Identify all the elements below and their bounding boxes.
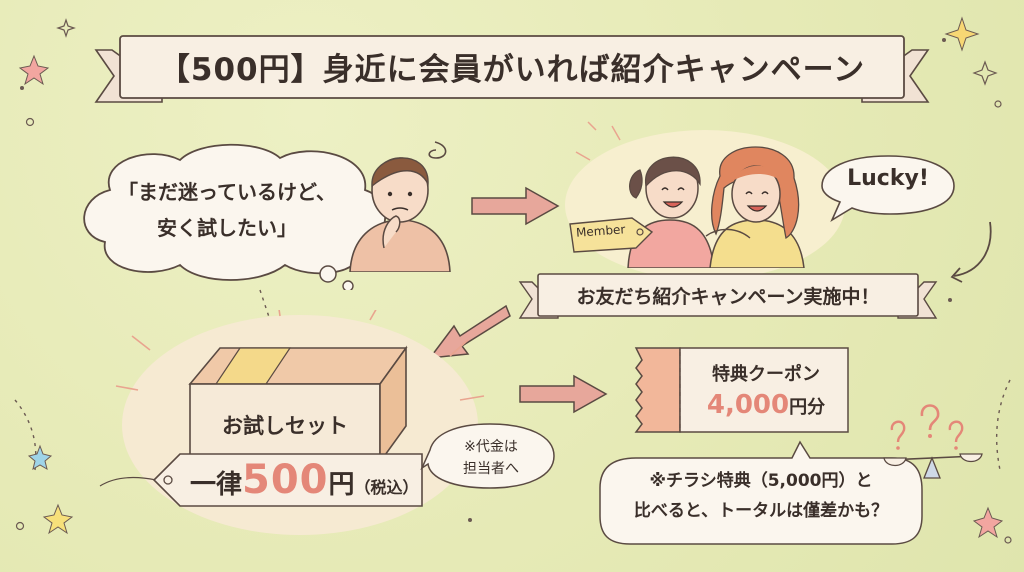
campaign-banner-text: お友だち紹介キャンペーン実施中！	[576, 286, 880, 308]
star-icon	[18, 16, 1004, 539]
price-suffix: 円	[328, 470, 355, 500]
curved-arrow-icon	[950, 221, 992, 283]
title-banner	[94, 35, 930, 103]
compare-note-bubble	[599, 440, 923, 545]
coupon-unit: 円分	[789, 397, 826, 418]
page-title: 【500円】身近に会員がいれば紹介キャンペーン	[158, 52, 866, 88]
compare-note-line-1: ※チラシ特典（5,000円）と	[649, 471, 873, 491]
price-value: 500	[242, 457, 329, 503]
price-tag	[99, 453, 423, 507]
price-tax: （税込）	[354, 478, 419, 497]
campaign-banner	[518, 273, 938, 319]
trial-box-label: お試しセット	[222, 414, 348, 438]
thought-line-2: 安く試したい」	[157, 216, 297, 240]
thought-line-1: 「まだ迷っているけど、	[118, 180, 336, 204]
lucky-text: Lucky!	[847, 166, 929, 191]
question-mark-icon	[920, 404, 940, 431]
coupon-amount-line: 4,000円分	[686, 390, 846, 420]
member-tag	[569, 217, 654, 253]
coupon-label: 特典クーポン	[712, 364, 820, 385]
trial-box-illustration	[188, 345, 408, 464]
arrow-right-icon	[471, 186, 560, 226]
thinking-man-illustration	[349, 141, 451, 272]
compare-note-line-2: 比べると、トータルは僅差かも？	[633, 501, 889, 521]
arrow-down-left-icon	[428, 304, 511, 359]
question-mark-icon	[948, 420, 964, 443]
payment-note-line-2: 担当者へ	[463, 461, 519, 477]
coupon-ticket	[634, 347, 849, 433]
price-prefix: 一律	[190, 470, 243, 500]
coupon-amount: 4,000	[706, 390, 790, 420]
arrow-right-icon	[519, 374, 608, 414]
swirl-icon	[428, 141, 447, 159]
price-line: 一律500円（税込）	[190, 458, 419, 510]
payment-note-line-1: ※代金は	[464, 439, 518, 455]
lucky-bubble	[821, 155, 955, 222]
balance-scale-icon	[883, 404, 983, 479]
question-mark-icon	[890, 420, 906, 443]
payment-note-bubble	[420, 423, 555, 489]
